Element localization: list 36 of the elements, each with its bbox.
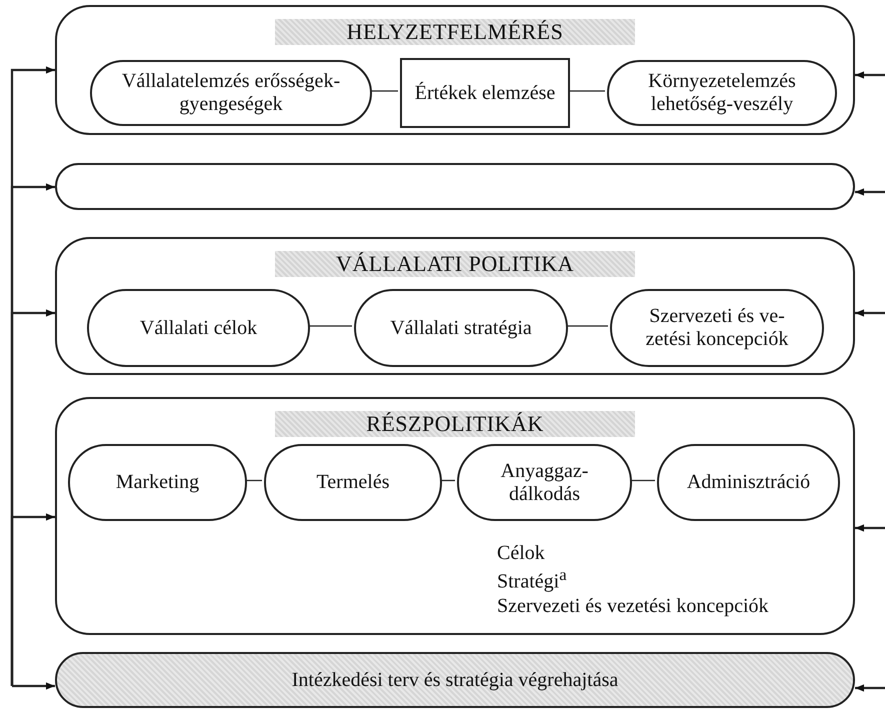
- connector-line: [308, 325, 352, 327]
- node-text: Értékek elemzése: [414, 82, 556, 104]
- node-text: Vállalatelemzés erősségek-gyengeségek: [120, 70, 342, 116]
- node-text: Szervezeti és ve- zetési koncepciók: [644, 305, 790, 351]
- node-text: Vállalati célok: [140, 316, 258, 340]
- node-text: Vállalati stratégia: [390, 316, 532, 340]
- connector-line: [370, 90, 398, 92]
- body-text: Szervezeti és vezetési koncepciók: [497, 594, 769, 618]
- node-text: Intézkedési terv és stratégia végrehajtása: [292, 668, 618, 692]
- node-text: Anyaggaz- dálkodás: [500, 460, 590, 506]
- connector-line: [630, 480, 655, 482]
- arrow: [855, 309, 885, 317]
- node-text: Környezetelemzés lehetőség-veszély: [647, 70, 797, 116]
- band-heading: RÉSZPOLITIKÁK: [275, 411, 635, 437]
- connector-line: [245, 480, 262, 482]
- connector-line: [566, 325, 608, 327]
- arrow: [855, 684, 885, 692]
- body-text: Célok: [497, 541, 546, 565]
- band-heading: HELYZETFELMÉRÉS: [275, 19, 635, 45]
- process-box: [400, 58, 570, 128]
- arrow: [855, 524, 885, 532]
- group-band: [55, 397, 855, 635]
- body-text: Stratégi$^{a}$: [497, 565, 568, 594]
- group-band: [55, 5, 855, 135]
- connector-line: [440, 480, 455, 482]
- arrow: [10, 513, 55, 686]
- group-band: [55, 237, 855, 375]
- connector-line: [568, 90, 605, 92]
- node-text: Marketing: [116, 471, 200, 494]
- node-text: Adminisztráció: [686, 471, 810, 494]
- empty-band: [55, 163, 855, 210]
- node-text: Termelés: [316, 471, 390, 494]
- band-heading: VÁLLALATI POLITIKA: [275, 251, 635, 277]
- arrow: [855, 71, 885, 79]
- arrow: [855, 188, 885, 196]
- arrow: [10, 682, 55, 690]
